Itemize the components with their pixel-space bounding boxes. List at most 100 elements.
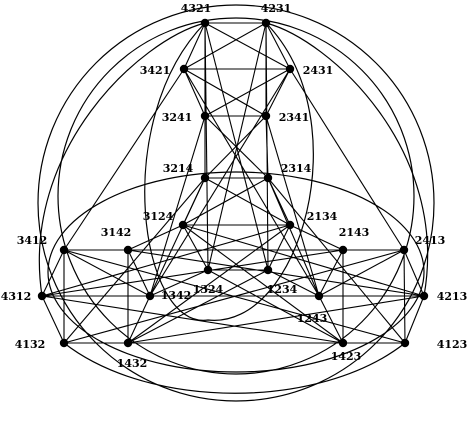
edge-3124-3142 [127,224,184,251]
vertex-label-3124: 3124 [143,210,174,223]
vertex-label-1432: 1432 [117,357,148,370]
edge-3241-2314 [204,115,269,179]
vertex-4312 [37,291,47,301]
vertex-3124 [178,220,188,230]
vertex-4213 [419,291,429,301]
edge-1243-1423 [318,295,344,344]
edge-2314-1243 [267,177,320,297]
vertex-label-3241: 3241 [162,111,193,124]
vertex-3421 [179,64,189,74]
edge-3214-4132 [63,177,206,344]
vertex-1432 [123,338,133,348]
vertex-2314 [263,173,273,183]
vertex-label-4213: 4213 [437,290,468,303]
edge-1234-1432 [127,269,269,344]
edge-2143-1243 [318,249,344,297]
edge-3142-1342 [127,249,151,297]
edge-3421-3241 [183,68,206,117]
vertex-2431 [285,64,295,74]
edge-3124-4213 [182,224,425,297]
vertex-1423 [338,338,348,348]
bottom-arc [63,342,406,394]
edge-4213-1432 [127,295,425,344]
vertex-label-4321: 4321 [181,2,212,15]
edge-1324-1342 [149,269,209,297]
edge-3421-3412 [63,68,185,251]
edge-4321-2431 [204,22,291,70]
edge-3241-1342 [149,115,206,297]
edge-2431-3241 [204,68,291,117]
vertex-3241 [200,111,210,121]
vertex-label-1423: 1423 [331,350,362,363]
edge-1324-1423 [207,269,344,344]
vertex-label-3142: 3142 [101,226,132,239]
vertex-1324 [203,265,213,275]
vertex-label-4132: 4132 [15,338,46,351]
edge-2341-2314 [265,115,269,179]
edge-2134-1432 [127,224,291,344]
outer-circle [37,4,435,402]
vertex-1234 [263,265,273,275]
vertex-label-1324: 1324 [193,283,224,296]
edge-3124-1324 [182,224,209,271]
edge-4231-1324 [207,22,267,271]
vertex-label-2143: 2143 [339,226,370,239]
edge-4231-2431 [265,22,291,70]
edge-2431-2341 [265,68,291,117]
vertex-label-3214: 3214 [163,162,194,175]
edge-2431-2413 [289,68,405,251]
edge-3421-2341 [183,68,267,117]
edge-2143-4312 [41,249,344,297]
vertex-2413 [399,245,409,255]
vertex-1243 [314,291,324,301]
vertex-label-2431: 2431 [303,64,334,77]
edge-2134-4312 [41,224,291,297]
vertex-label-4312: 4312 [1,290,32,303]
vertex-label-2413: 2413 [415,234,446,247]
edge-2413-4213 [403,249,425,297]
vertex-2134 [285,220,295,230]
vertex-3214 [200,173,210,183]
vertex-2341 [261,111,271,121]
vertex-4123 [400,338,410,348]
left-arc [38,22,206,297]
edge-4312-1423 [41,295,344,344]
edge-2341-3214 [204,115,267,179]
edge-3412-1342 [63,249,151,297]
edge-4321-3421 [183,22,206,70]
edge-3214-2134 [204,177,291,226]
edge-4312-4132 [41,295,65,344]
edge-2314-4123 [267,177,406,344]
vertex-2143 [338,245,348,255]
edge-2431-1342 [149,68,291,297]
edge-3124-1423 [182,224,344,344]
curves-layer [37,4,435,402]
vertex-label-1234: 1234 [267,283,298,296]
vertex-4132 [59,338,69,348]
edge-1342-1432 [127,295,151,344]
edge-4213-4123 [404,295,425,344]
edge-1234-1243 [267,269,320,297]
upper-loop-curve [144,22,314,321]
vertex-3142 [123,245,133,255]
vertex-3412 [59,245,69,255]
vertex-label-3412: 3412 [17,234,48,247]
edge-3412-4312 [41,249,65,297]
vertices-layer [37,18,429,348]
vertex-1342 [145,291,155,301]
vertex-4231 [261,18,271,28]
vertex-label-2134: 2134 [307,210,338,223]
vertex-label-2341: 2341 [279,111,310,124]
edge-2314-3124 [182,177,269,226]
vertex-label-1342: 1342 [161,289,192,302]
vertex-4321 [200,18,210,28]
edge-3142-4213 [127,249,425,297]
vertex-label-1243: 1243 [297,312,328,325]
edge-4231-3421 [183,22,267,70]
vertex-label-4123: 4123 [437,338,468,351]
edge-2134-1234 [267,224,291,271]
edge-4321-1324 [204,22,209,271]
